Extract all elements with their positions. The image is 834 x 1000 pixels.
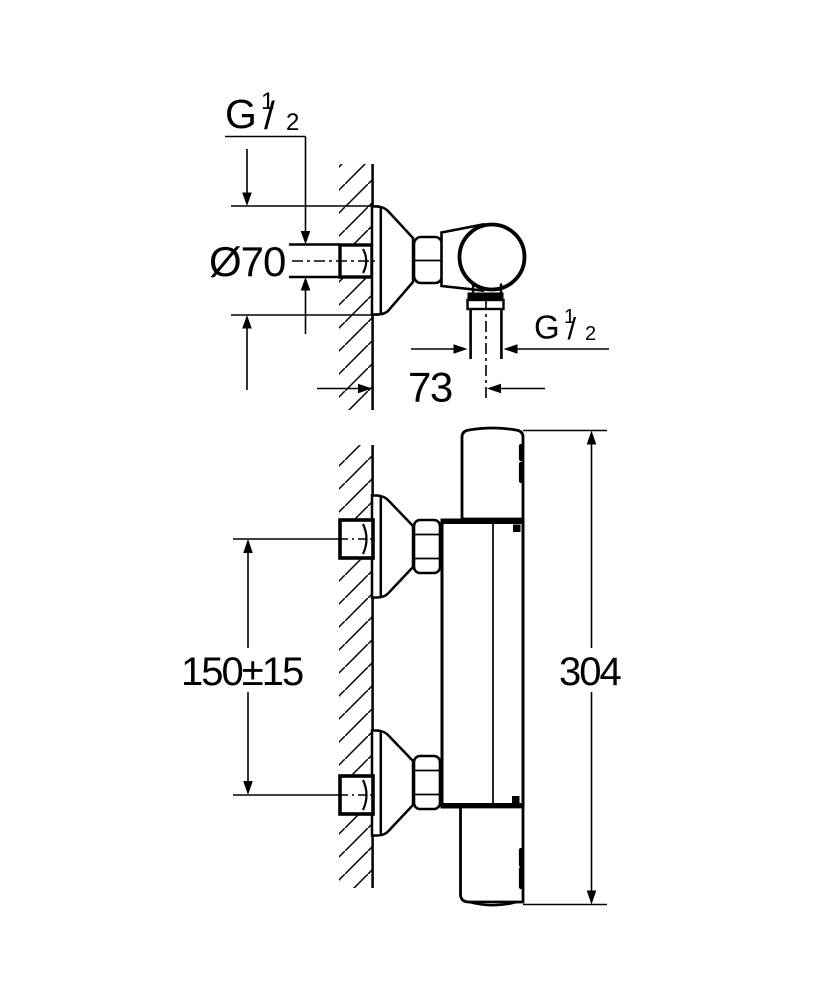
inlet-spacing-label: 150±15 (181, 650, 303, 694)
outlet-offset-label: 73 (408, 364, 452, 411)
arrow-down (300, 231, 311, 245)
bottom-cap-rim-arc (468, 900, 518, 907)
thread-denominator: 2 (286, 109, 299, 136)
wall-hatching-side (339, 445, 373, 888)
thread-denominator: 2 (585, 323, 596, 345)
arrow-down (243, 781, 253, 795)
nut-chamfer-arc (361, 779, 368, 811)
union-hex-nut-top-view (412, 235, 444, 285)
body-top-cap (460, 426, 525, 521)
dimension-overall-height: 304 (523, 429, 623, 906)
mixer-body (440, 426, 525, 907)
outlet-thread-label: G 1 / 2 (534, 306, 596, 346)
outlet-pipe (469, 309, 503, 359)
upper-escutcheon (370, 494, 415, 599)
dimension-outlet-thread: G 1 / 2 (411, 306, 609, 354)
thread-numerator: 1 (261, 88, 274, 115)
overall-height-label: 304 (559, 650, 621, 694)
body-main-panel (440, 518, 525, 809)
body-clip-top (513, 524, 521, 532)
body-clip-bottom (512, 796, 520, 804)
wall-thread-label: G 1 / 2 (225, 88, 299, 138)
wall-hatching-top (339, 164, 373, 410)
arrow-down (586, 890, 597, 905)
supply-pipe-stub (289, 243, 340, 279)
dimension-outlet-offset: 73 (317, 364, 545, 411)
thread-letter: G (225, 91, 257, 137)
thread-numerator: 1 (564, 306, 575, 328)
dimension-inlet-spacing: 150±15 (181, 539, 305, 795)
lower-escutcheon (370, 729, 415, 837)
arrow-right (358, 383, 372, 394)
thread-slash: / (264, 95, 275, 138)
arrow-left (503, 344, 518, 354)
valve-body-circle (457, 222, 527, 292)
upper-hex-nut (412, 518, 442, 575)
arrow-up (300, 277, 311, 291)
arrow-up (243, 539, 253, 553)
thread-slash: / (568, 311, 577, 346)
dimension-escutcheon-diameter: Ø70 (209, 149, 379, 390)
thread-letter: G (534, 309, 560, 346)
arrow-right (453, 344, 468, 354)
outlet-connector-band (467, 292, 504, 300)
escutcheon-diameter-label: Ø70 (209, 238, 285, 285)
nut-chamfer-arc (361, 523, 368, 555)
arrow-up (586, 430, 597, 445)
arrow-down (242, 192, 252, 206)
top-view: G 1 / 2 Ø70 G 1 / 2 (209, 88, 609, 411)
side-view: 150±15 304 (181, 426, 623, 907)
arrow-up (242, 315, 252, 329)
escutcheon-top-view (370, 205, 415, 316)
arrow-left (487, 383, 501, 394)
dimension-wall-thread: G 1 / 2 (225, 88, 311, 334)
body-bottom-cap (459, 805, 525, 904)
lower-hex-nut (412, 754, 442, 811)
